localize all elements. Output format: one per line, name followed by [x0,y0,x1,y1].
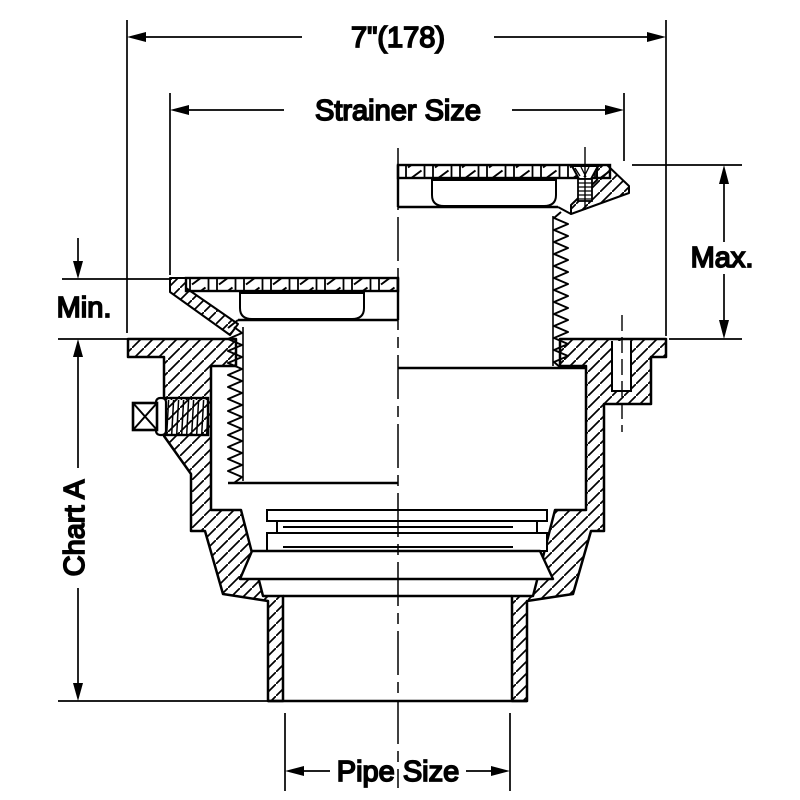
grate-recess-lowered [239,292,365,320]
grate-recess-raised [431,179,557,207]
gasket-stack [238,509,555,581]
body-wall-left [126,337,285,703]
strainer-lowered [169,276,400,485]
dim-max: Max. [632,164,754,340]
rim-funnel-lowered [169,277,239,336]
grate-screw [571,147,599,210]
drain-body [126,315,668,703]
adjustment-threads-right [553,211,569,369]
strainer-raised [396,147,630,370]
adjustment-threads-left [227,326,243,484]
dim-min: Min. [56,238,172,340]
pipe-size-label: Pipe Size [337,756,460,788]
overall-width-label: 7"(178) [351,22,445,54]
clamp-screw [131,396,210,437]
min-label: Min. [57,292,112,324]
max-label: Max. [691,242,754,274]
dim-pipe-size: Pipe Size [284,713,511,791]
anchor-bolt-hole [611,315,632,432]
dim-overall-width: 7"(178) [126,20,667,336]
dim-strainer-size: Strainer Size [169,93,625,275]
chart-a-label: Chart A [59,479,91,576]
strainer-size-label: Strainer Size [315,95,481,127]
grate-lowered [184,276,400,293]
dim-chart-a: Chart A [58,339,268,702]
slip-ring [238,549,555,581]
